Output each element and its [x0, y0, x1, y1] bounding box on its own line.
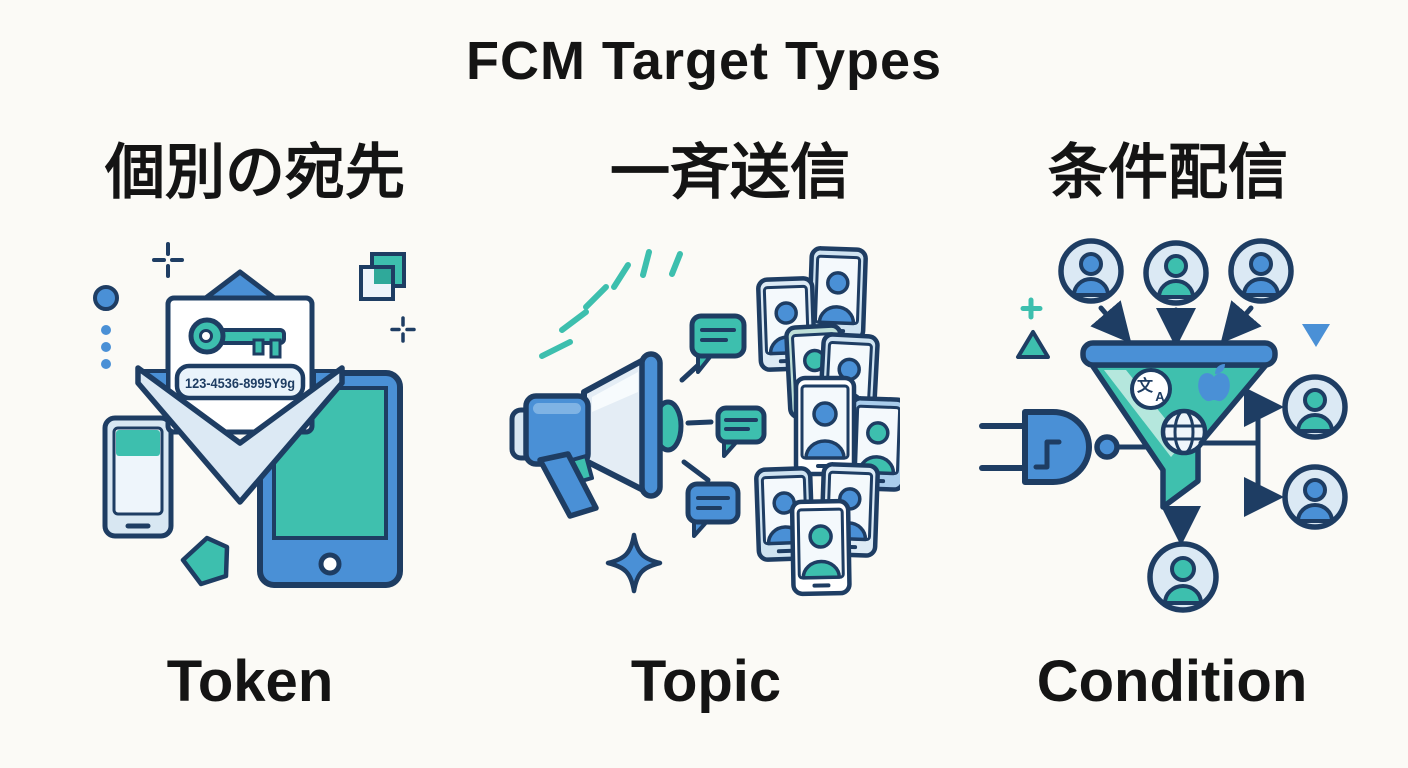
svg-text:A: A [1155, 389, 1165, 404]
smartphone-icon [102, 415, 174, 539]
phone-with-avatar-icon [789, 498, 852, 597]
label-topic: Topic [630, 649, 782, 714]
envelope-icon: 123-4536-8995Y9g [135, 269, 345, 505]
token-illustration: 123-4536-8995Y9g [93, 242, 416, 588]
token-code-text: 123-4536-8995Y9g [185, 375, 295, 391]
user-avatar-icon [1228, 238, 1294, 304]
filter-funnel-icon: 文 A [1080, 340, 1278, 510]
label-condition: Condition [1036, 649, 1308, 714]
overlapping-squares-icon [359, 252, 406, 301]
burst-rays-icon [539, 249, 683, 359]
token-code-badge: 123-4536-8995Y9g [174, 363, 306, 401]
sparkle-cross-icon [390, 316, 416, 343]
arrow-icon [1090, 300, 1262, 348]
key-icon [188, 317, 286, 359]
user-avatar-icon [1143, 240, 1209, 306]
heading-condition-jp: 条件配信 [1048, 139, 1288, 206]
heading-topic-jp: 一斉送信 [610, 139, 850, 206]
speech-bubble-icon [685, 481, 741, 538]
device-crowd [754, 246, 900, 597]
sparkle-cross-icon [152, 242, 184, 278]
heading-token-jp: 個別の宛先 [105, 139, 405, 206]
speech-bubble-icon [689, 313, 747, 374]
user-avatar-icon [1147, 541, 1219, 613]
tag-icon [180, 535, 230, 587]
svg-text:文: 文 [1137, 376, 1154, 395]
apple-logo-icon [1198, 364, 1230, 402]
sparkle-star-icon [605, 532, 663, 594]
triangle-icon [1016, 330, 1050, 359]
plus-icon [1020, 297, 1043, 320]
topic-illustration [509, 246, 900, 597]
user-avatar-icon [1282, 374, 1348, 440]
translate-icon: 文 A [1130, 368, 1172, 410]
globe-icon [1160, 408, 1208, 456]
label-token: Token [166, 649, 334, 714]
megaphone-icon [509, 351, 684, 519]
logic-gate-icon [979, 409, 1159, 485]
user-avatar-icon [1282, 464, 1348, 530]
triangle-down-icon [1302, 324, 1330, 347]
dot-icon [93, 285, 119, 311]
page-title: FCM Target Types [465, 31, 943, 91]
dots-icon [101, 325, 111, 369]
phone-with-avatar-icon [793, 375, 857, 477]
condition-illustration: 文 A [979, 238, 1348, 613]
user-avatar-icon [1058, 238, 1124, 304]
branch-lines [1198, 387, 1284, 517]
speech-bubble-icon [715, 405, 767, 458]
